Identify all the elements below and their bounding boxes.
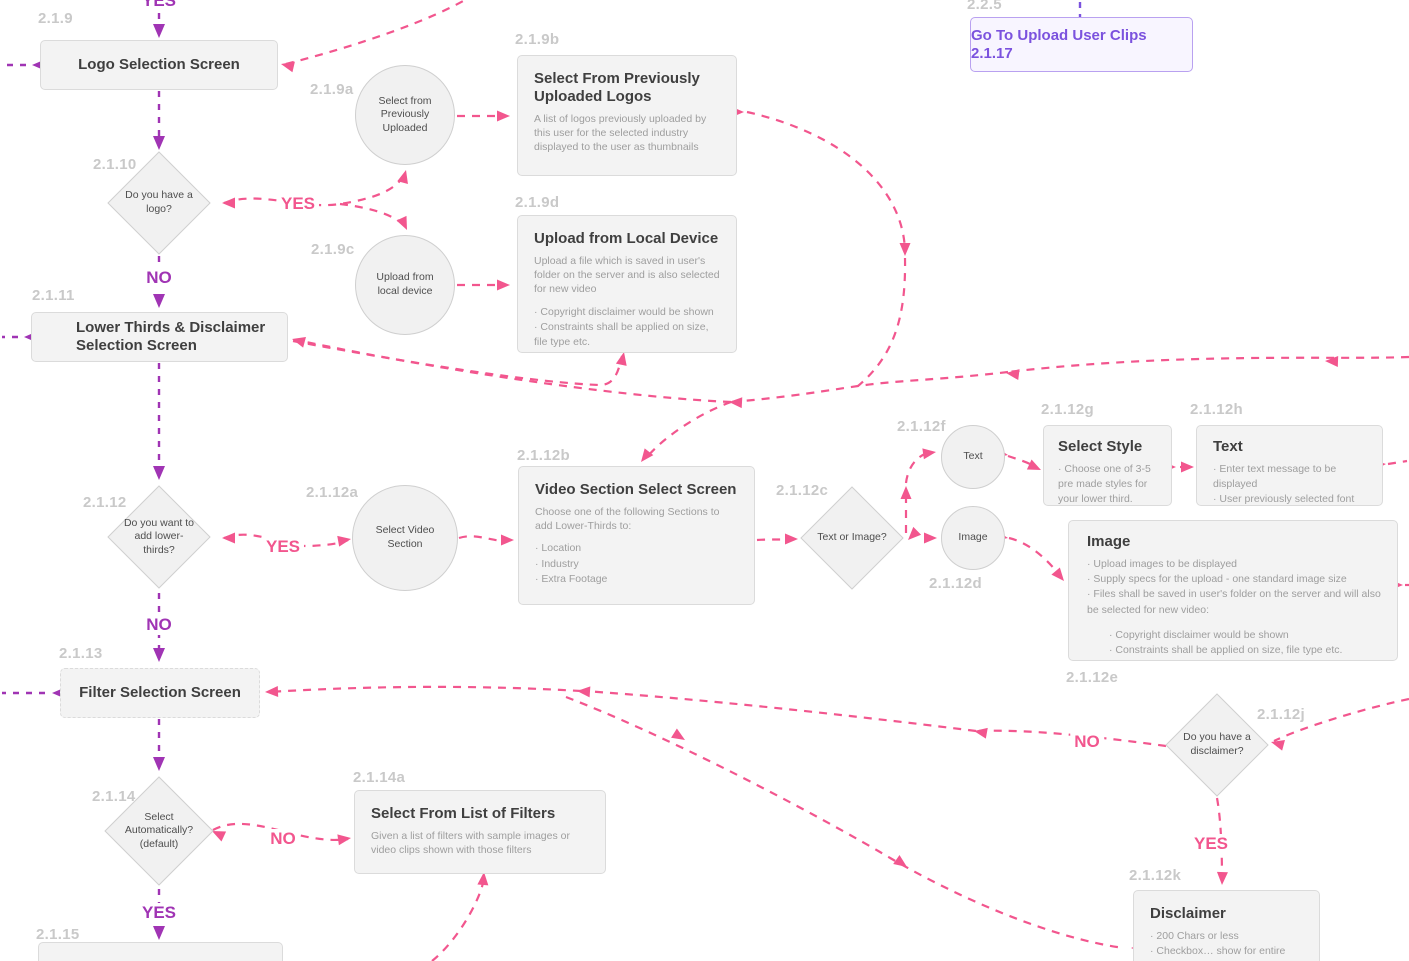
node-label: Text [963, 450, 983, 463]
ref-label: 2.1.12d [929, 575, 982, 592]
decision-have-disclaimer[interactable]: Do you have a disclaimer? [1165, 693, 1269, 797]
ref-label: 2.1.12e [1066, 669, 1119, 686]
node-screen-2-1-15[interactable] [38, 942, 283, 961]
edge-label-yes-top: YES [137, 0, 181, 11]
node-video-section-select[interactable]: Video Section Select Screen Choose one o… [518, 466, 755, 605]
node-body: Choose one of the following Sections to … [535, 506, 720, 533]
node-title: Disclaimer [1150, 905, 1226, 922]
node-disclaimer[interactable]: Disclaimer 200 Chars or less Checkbox… s… [1133, 890, 1320, 961]
ref-label: 2.1.9c [311, 241, 355, 258]
decision-text-or-image[interactable]: Text or Image? [800, 486, 904, 590]
node-text-option[interactable]: Text [941, 425, 1005, 489]
decision-select-automatically[interactable]: Select Automatically? (default) [104, 776, 214, 886]
node-select-list-filters[interactable]: Select From List of Filters Given a list… [354, 790, 606, 874]
node-select-video-section[interactable]: Select Video Section [352, 485, 458, 591]
ref-label: 2.2.5 [967, 0, 1002, 13]
node-body: Upload a file which is saved in user's f… [534, 255, 720, 296]
decision-label: Do you have a logo? [125, 189, 193, 215]
node-label: Upload from local device [376, 271, 434, 297]
ref-label: 2.1.12g [1041, 401, 1094, 418]
decision-add-lower-thirds[interactable]: Do you want to add lower-thirds? [107, 485, 211, 589]
bullet-item: Enter text message to be displayed [1213, 462, 1370, 492]
decision-label: Text or Image? [817, 531, 887, 544]
ref-label: 2.1.14 [92, 788, 136, 805]
node-image-detail[interactable]: Image Upload images to be displayed Supp… [1068, 520, 1398, 661]
ref-label: 2.1.12a [306, 484, 359, 501]
node-title: Image [1087, 533, 1131, 550]
node-title: Lower Thirds & Disclaimer Selection Scre… [76, 319, 266, 354]
ref-label: 2.1.12j [1257, 706, 1305, 723]
ref-label: 2.1.14a [353, 769, 406, 786]
edge-label-yes-have-logo: YES [276, 194, 320, 214]
ref-label: 2.1.9d [515, 194, 560, 211]
bullet-item: Supply specs for the upload - one standa… [1087, 572, 1383, 587]
edge-label-no-have-disclaimer: NO [1070, 732, 1104, 752]
node-body: A list of logos previously uploaded by t… [534, 113, 707, 154]
node-filter-selection-screen[interactable]: Filter Selection Screen [60, 668, 260, 718]
bullet-item: Choose one of 3-5 pre made styles for yo… [1058, 462, 1159, 508]
node-upload-from-local-device[interactable]: Upload from local device [355, 235, 455, 335]
node-lower-thirds-screen[interactable]: Lower Thirds & Disclaimer Selection Scre… [31, 312, 288, 362]
node-label: Select from Previously Uploaded [378, 94, 432, 134]
bullet-item: Constraints shall be applied on size, fi… [534, 320, 720, 350]
node-title: Select From List of Filters [371, 805, 556, 822]
bullet-item: Copyright disclaimer would be shown [1109, 628, 1383, 643]
ref-label: 2.1.12f [897, 418, 946, 435]
bullet-item: Constraints shall be applied on size, fi… [1109, 643, 1383, 658]
node-title: Logo Selection Screen [78, 56, 240, 73]
node-body: Given a list of filters with sample imag… [371, 830, 570, 857]
edge-label-no-select-auto: NO [266, 829, 300, 849]
ref-label: 2.1.9a [310, 81, 354, 98]
bullet-item: Industry [535, 557, 738, 572]
ref-label: 2.1.12 [83, 494, 127, 511]
bullet-item: Files shall be saved in user's folder on… [1087, 587, 1383, 617]
ref-label: 2.1.15 [36, 926, 80, 943]
node-title: Filter Selection Screen [79, 684, 241, 701]
edge-label-yes-add-lower: YES [261, 537, 305, 557]
node-text-detail[interactable]: Text Enter text message to be displayed … [1196, 425, 1383, 506]
ref-label: 2.1.9b [515, 31, 560, 48]
decision-label: Do you have a disclaimer? [1183, 731, 1251, 757]
bullet-item: Extra Footage [535, 572, 738, 587]
bullet-item: Upload images to be displayed [1087, 557, 1383, 572]
node-title: Text [1213, 438, 1243, 455]
ref-label: 2.1.12c [776, 482, 829, 499]
ref-label: 2.1.13 [59, 645, 103, 662]
node-select-from-previously-uploaded[interactable]: Select from Previously Uploaded [355, 65, 455, 165]
bullet-item: User previously selected font [1213, 492, 1370, 507]
bullet-item: Copyright disclaimer would be shown [534, 305, 720, 320]
goto-upload-user-clips-link[interactable]: Go To Upload User Clips 2.1.17 [970, 17, 1193, 72]
edge-label-no-have-logo: NO [142, 268, 176, 288]
edge-label-no-add-lower: NO [142, 615, 176, 635]
goto-label: Go To Upload User Clips 2.1.17 [971, 26, 1147, 62]
bullet-item: Location [535, 541, 738, 556]
node-image-option[interactable]: Image [941, 506, 1005, 570]
node-label: Select Video Section [375, 524, 435, 550]
bullet-item: Checkbox… show for entire video [1150, 944, 1307, 961]
ref-label: 2.1.12b [517, 447, 570, 464]
bullet-item: 200 Chars or less [1150, 929, 1307, 944]
ref-label: 2.1.12h [1190, 401, 1243, 418]
node-label: Image [958, 531, 988, 544]
node-title: Select Style [1058, 438, 1143, 455]
ref-label: 2.1.10 [93, 156, 137, 173]
node-select-style[interactable]: Select Style Choose one of 3-5 pre made … [1043, 425, 1172, 506]
node-select-prev-logos[interactable]: Select From Previously Uploaded Logos A … [517, 55, 737, 176]
decision-label: Do you want to add lower-thirds? [123, 516, 195, 556]
ref-label: 2.1.11 [32, 287, 75, 304]
node-title: Video Section Select Screen [535, 481, 737, 498]
decision-have-logo[interactable]: Do you have a logo? [107, 151, 211, 255]
edge-label-yes-have-disclaimer: YES [1189, 834, 1233, 854]
edge-label-yes-select-auto: YES [137, 903, 181, 923]
node-title: Upload from Local Device [534, 230, 719, 247]
node-upload-local-device[interactable]: Upload from Local Device Upload a file w… [517, 215, 737, 353]
decision-label: Select Automatically? (default) [124, 810, 194, 850]
node-title: Select From Previously Uploaded Logos [534, 70, 700, 105]
node-logo-selection-screen[interactable]: Logo Selection Screen [40, 40, 278, 90]
ref-label: 2.1.12k [1129, 867, 1182, 884]
ref-label: 2.1.9 [38, 10, 73, 27]
